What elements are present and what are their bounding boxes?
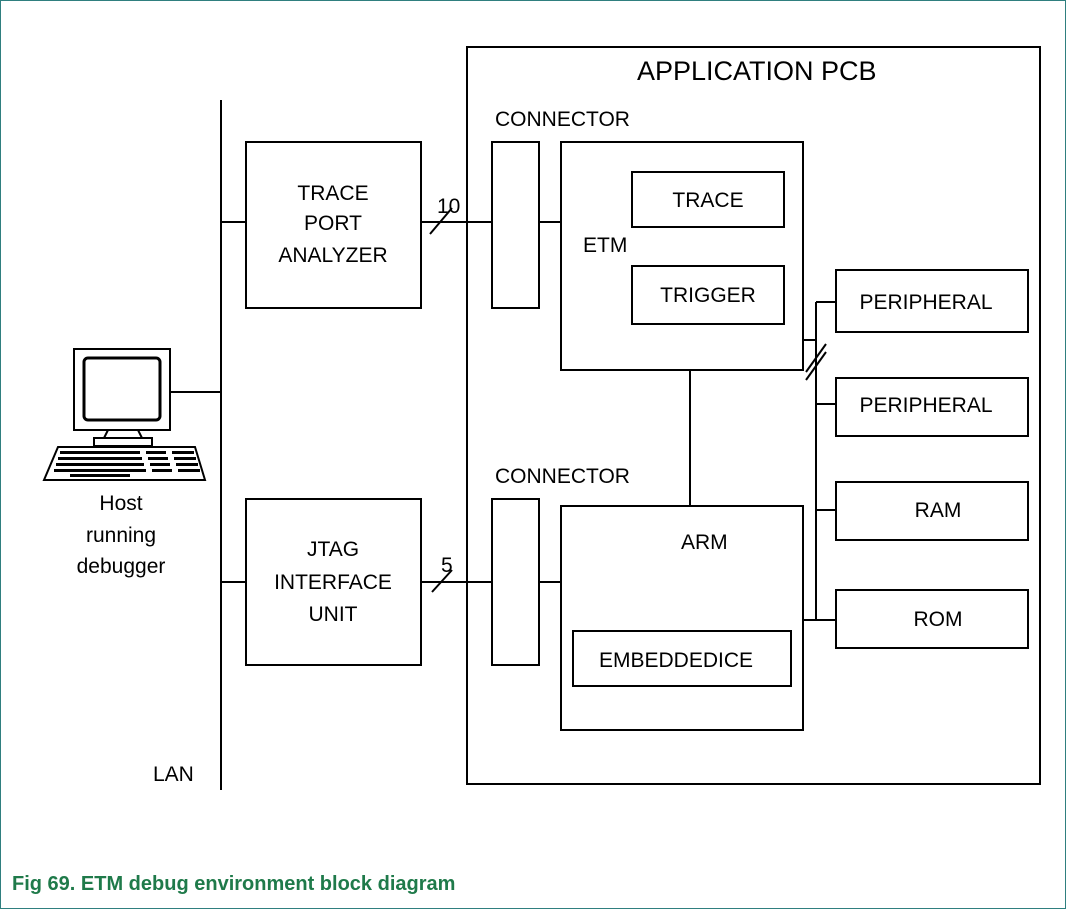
tpa-label-line-3: ANALYZER	[278, 244, 387, 267]
arm-label: ARM	[681, 531, 728, 554]
jtag-label-line-2: INTERFACE	[274, 571, 392, 594]
figure-caption: Fig 69. ETM debug environment block diag…	[12, 873, 456, 895]
jtag-label-line-1: JTAG	[307, 538, 359, 561]
trace-port-analyzer-box	[245, 141, 422, 309]
trace-bus-width: 10	[437, 195, 460, 218]
jtag-bus-slash	[431, 569, 453, 593]
etm-label: ETM	[583, 234, 627, 257]
host-label-line-1: Host	[99, 492, 142, 515]
rom-box	[835, 589, 1029, 649]
trace-block-box	[631, 171, 785, 228]
trigger-block-label: TRIGGER	[660, 284, 756, 307]
connector-top-box	[491, 141, 540, 309]
jtag-interface-box	[245, 498, 422, 666]
rom-label: ROM	[914, 608, 963, 631]
lan-label: LAN	[153, 763, 194, 786]
connector-top-label: CONNECTOR	[495, 108, 630, 131]
ram-box	[835, 481, 1029, 541]
ram-label: RAM	[915, 499, 962, 522]
etm-bus-slash-2	[805, 351, 827, 381]
trace-bus-slash	[429, 207, 453, 235]
peripheral-2-label: PERIPHERAL	[859, 394, 992, 417]
embeddedice-box	[572, 630, 792, 687]
connector-bottom-label: CONNECTOR	[495, 465, 630, 488]
trigger-block-box	[631, 265, 785, 325]
jtag-bus-width: 5	[441, 554, 453, 577]
peripheral-1-box	[835, 269, 1029, 333]
host-computer-icon	[42, 348, 207, 481]
connector-bottom-box	[491, 498, 540, 666]
peripheral-2-box	[835, 377, 1029, 437]
application-pcb-title: APPLICATION PCB	[637, 56, 877, 86]
host-label-line-2: running	[86, 524, 156, 547]
arm-box	[560, 505, 804, 731]
trace-block-label: TRACE	[672, 189, 743, 212]
embeddedice-label: EMBEDDEDICE	[599, 649, 753, 672]
host-label-line-3: debugger	[77, 555, 166, 578]
tpa-label-line-2: PORT	[304, 212, 362, 235]
peripheral-1-label: PERIPHERAL	[859, 291, 992, 314]
tpa-label-line-1: TRACE	[297, 182, 368, 205]
etm-bus-slash-1	[805, 343, 827, 373]
jtag-label-line-3: UNIT	[309, 603, 358, 626]
